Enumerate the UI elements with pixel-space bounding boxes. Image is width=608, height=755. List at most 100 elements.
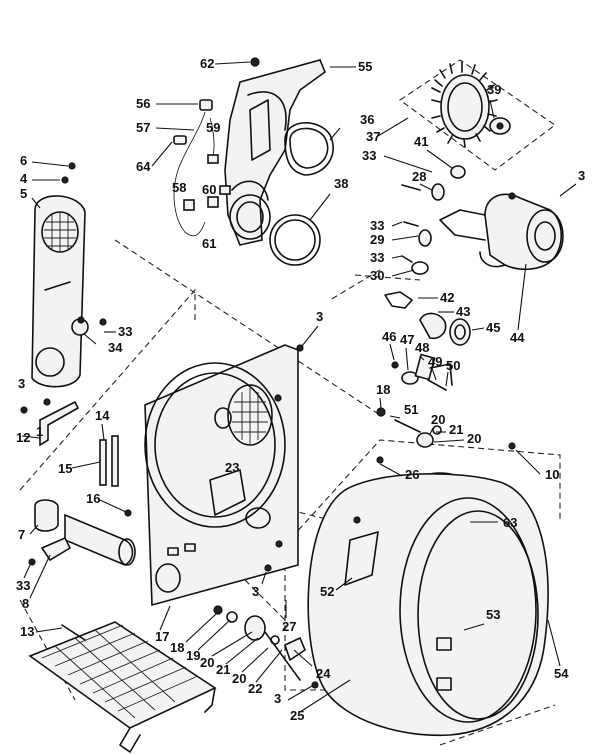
part-callout-56: 56 (136, 96, 150, 111)
toe-rack (28, 621, 217, 753)
part-callout-28: 28 (412, 169, 426, 184)
part-callout-21b: 21 (216, 662, 230, 677)
part-callout-23: 23 (225, 460, 239, 475)
part-callout-60: 60 (202, 182, 216, 197)
leader-line-13 (35, 627, 63, 633)
part-callout-37: 37 (366, 129, 380, 144)
part-callout-13: 13 (20, 624, 34, 639)
part-callout-3e: 3 (274, 691, 281, 706)
part-callout-47: 47 (400, 332, 414, 347)
leader-line-33e (23, 564, 31, 579)
leader-line-64 (151, 141, 173, 167)
leader-line-24 (293, 649, 313, 667)
part-callout-33b: 33 (370, 218, 384, 233)
part-callout-51: 51 (404, 402, 418, 417)
screws (61, 162, 516, 689)
heater-tube (28, 499, 136, 566)
part-callout-7: 7 (18, 527, 25, 542)
leader-line-41 (426, 149, 453, 169)
part-callout-36: 36 (360, 112, 374, 127)
part-callout-26: 26 (405, 467, 419, 482)
duct-gaskets (269, 122, 334, 266)
leader-line-39 (489, 99, 495, 119)
leader-line-25 (299, 679, 351, 713)
part-callout-33e: 33 (16, 578, 30, 593)
blower-wheel (399, 59, 556, 171)
part-callout-16: 16 (86, 491, 100, 506)
part-callout-20c: 20 (200, 655, 214, 670)
part-callout-57: 57 (136, 120, 150, 135)
part-callout-20b: 20 (467, 431, 481, 446)
rails-and-spacer (99, 435, 132, 517)
part-callout-59: 59 (206, 120, 220, 135)
leader-line-19 (197, 619, 231, 651)
leader-line-20a (429, 427, 434, 435)
leader-line-34 (83, 333, 97, 345)
part-callout-18a: 18 (376, 382, 390, 397)
drum (307, 472, 549, 737)
leader-line-47 (405, 347, 409, 371)
part-callout-54: 54 (554, 666, 569, 681)
exhaust-duct (31, 195, 89, 388)
idler-pulley-lower (213, 605, 306, 681)
leader-line-8 (29, 554, 51, 599)
part-callout-45: 45 (486, 320, 500, 335)
thermostat-wiring (173, 57, 260, 237)
part-callout-20d: 20 (232, 671, 246, 686)
leader-line-51 (389, 415, 401, 419)
lint-screen-mesh (44, 212, 76, 252)
leader-line-46 (389, 343, 395, 361)
part-callout-63: 63 (503, 515, 517, 530)
part-callout-58: 58 (172, 180, 186, 195)
leader-line-33b (391, 221, 403, 227)
leader-line-38 (309, 193, 331, 221)
part-callout-52: 52 (320, 584, 334, 599)
part-callout-3d: 3 (252, 584, 259, 599)
part-callout-25: 25 (290, 708, 304, 723)
part-callout-33a: 33 (362, 148, 376, 163)
part-callout-46: 46 (382, 329, 396, 344)
part-callout-55: 55 (358, 59, 372, 74)
leader-line-18a (379, 397, 382, 409)
leader-line-22 (255, 649, 283, 683)
leader-line-37 (377, 117, 409, 137)
leader-line-53 (463, 623, 485, 631)
leader-line-30 (391, 269, 415, 277)
leader-line-17 (159, 605, 171, 631)
part-callout-53: 53 (486, 607, 500, 622)
part-callout-19: 19 (186, 648, 200, 663)
leader-line-15 (71, 461, 101, 469)
blower-housing (439, 193, 564, 271)
part-callout-14: 14 (95, 408, 110, 423)
leader-line-50 (445, 371, 449, 387)
mounting-bracket (20, 398, 80, 447)
part-callout-1: 1 (36, 424, 43, 439)
part-callout-29: 29 (370, 232, 384, 247)
blower-hardware (401, 165, 466, 275)
bulkhead-lint-mesh (232, 388, 268, 444)
part-callout-62: 62 (200, 56, 214, 71)
leader-line-20b (433, 439, 465, 443)
front-bulkhead (144, 344, 299, 607)
part-callout-50: 50 (446, 358, 460, 373)
part-callout-20a: 20 (431, 412, 445, 427)
leader-line-16 (99, 499, 127, 513)
leader-line-33a (383, 155, 433, 173)
idler-components (376, 291, 471, 448)
leader-line-10 (515, 449, 541, 475)
part-callout-22: 22 (248, 681, 262, 696)
part-callout-30: 30 (370, 268, 384, 283)
part-callout-3b: 3 (316, 309, 323, 324)
leader-line-20c (211, 631, 253, 657)
part-callout-27: 27 (282, 619, 296, 634)
leader-line-3e (287, 685, 313, 701)
part-callout-21a: 21 (449, 422, 463, 437)
leader-line-3a (559, 183, 577, 197)
leader-line-44 (517, 263, 527, 331)
part-callout-17: 17 (155, 629, 169, 644)
leader-line-52 (335, 577, 353, 591)
heater-duct-assembly (224, 59, 326, 246)
leader-line-33c (391, 255, 403, 259)
